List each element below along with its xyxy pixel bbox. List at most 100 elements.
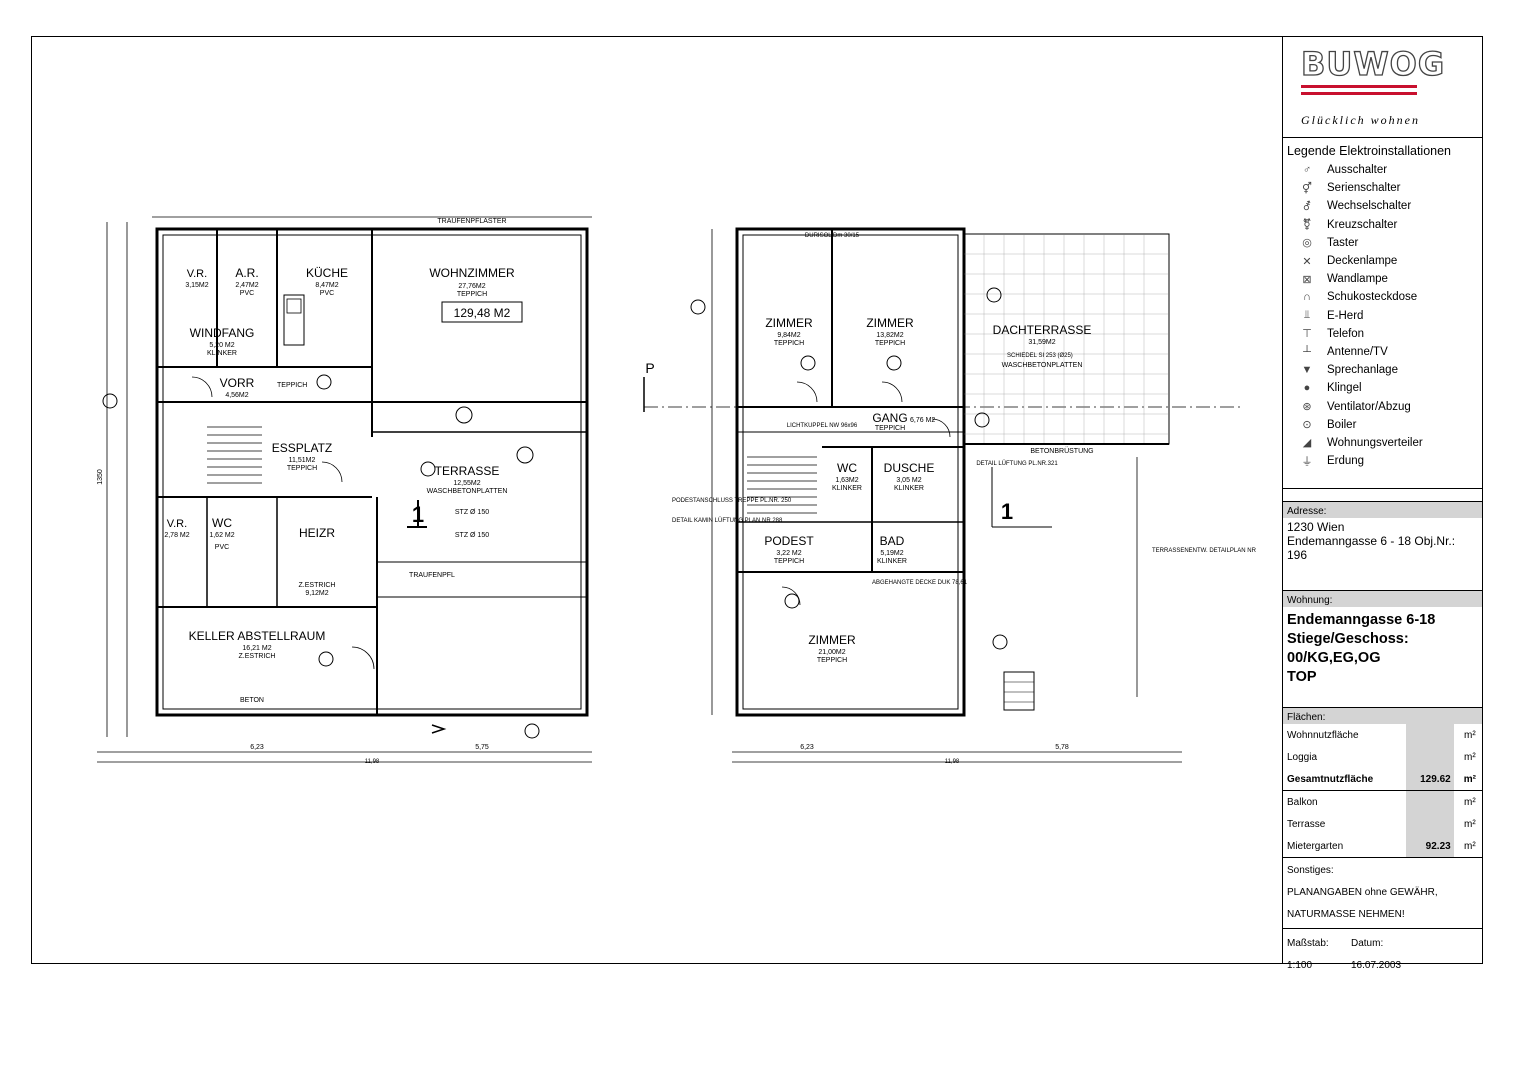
svg-text:Z.ESTRICH: Z.ESTRICH [299,582,336,589]
svg-text:WASCHBETONPLATTEN: WASCHBETONPLATTEN [1002,362,1083,369]
room-name: TERRASSE [435,464,500,478]
legend-item: ▼Sprechanlage [1287,361,1482,379]
svg-text:STZ Ø 150: STZ Ø 150 [455,532,489,539]
svg-text:PVC: PVC [240,290,254,297]
legend-item: ┴Antenne/TV [1287,343,1482,361]
svg-text:TEPPICH: TEPPICH [875,425,905,432]
svg-text:BETONBRÜSTUNG: BETONBRÜSTUNG [1030,447,1093,455]
svg-text:8,47M2: 8,47M2 [315,282,338,289]
title-block: BUWOG Glücklich wohnen Legende Elektroin… [1282,37,1482,971]
logo-stripe [1301,85,1417,88]
room-name: BAD [880,534,905,548]
svg-text:3,15M2: 3,15M2 [185,282,208,289]
room-name: PODEST [764,534,814,548]
svg-text:16,21 M2: 16,21 M2 [242,645,271,652]
room-name: ZIMMER [808,633,856,647]
wohnung-line: Endemanngasse 6-18 [1287,612,1436,628]
socket-icon: ∩ [1303,291,1311,304]
svg-text:1350: 1350 [97,469,104,485]
svg-text:31,59M2: 31,59M2 [1028,339,1055,346]
svg-text:6,23: 6,23 [800,744,814,751]
legend-item: ⫫E-Herd [1287,307,1482,325]
room-name: WC [837,461,857,475]
push-button-icon: ◎ [1302,237,1312,250]
svg-text:WASCHBETONPLATTEN: WASCHBETONPLATTEN [427,488,508,495]
address-line: Endemanngasse 6 - 18 Obj.Nr.: [1287,534,1456,548]
legend-item: ♂Ausschalter [1287,161,1482,179]
svg-text:4,56M2: 4,56M2 [225,392,248,399]
og-outer-wall [735,227,966,717]
wohnung-line: 00/KG,EG,OG [1287,650,1381,666]
svg-text:3,05 M2: 3,05 M2 [896,477,921,484]
plan-eg [97,216,1242,763]
room-name: A.R. [235,266,258,280]
svg-text:5,78: 5,78 [1055,744,1069,751]
address-line: 1230 Wien [1287,520,1345,534]
svg-text:TERRASSENENTW. DETAILPLAN NR: TERRASSENENTW. DETAILPLAN NR [1152,548,1257,554]
svg-text:TEPPICH: TEPPICH [875,340,905,347]
wall-lamp-icon: ⊠ [1302,273,1312,286]
room-name: DUSCHE [884,461,935,475]
address-line: 196 [1287,548,1308,562]
intercom-icon: ▼ [1301,364,1313,377]
wohnung-block: Wohnung: Endemanngasse 6-18 Stiege/Gesch… [1283,591,1482,708]
plan-sheet: 129,48 M2 WOHNZIMMER 27,76M2 TEPPICH KÜC… [31,36,1483,971]
svg-text:11,51M2: 11,51M2 [289,457,316,464]
room-name: KELLER ABSTELLRAUM [189,629,326,643]
room-name: ZIMMER [866,316,914,330]
eg-total-area: 129,48 M2 [454,306,511,320]
legend-item: ⚧Kreuzschalter [1287,216,1482,234]
svg-text:2,47M2: 2,47M2 [235,282,258,289]
svg-text:SCHIEDEL SI 253 (Ø25): SCHIEDEL SI 253 (Ø25) [1007,353,1073,359]
room-name: WC [212,516,232,530]
ground-icon: ⏚ [1301,456,1313,469]
svg-text:TEPPICH: TEPPICH [277,382,307,389]
svg-text:LICHTKUPPEL NW 96x96: LICHTKUPPEL NW 96x96 [787,423,858,429]
legend-item: ⚥Serienschalter [1287,179,1482,197]
room-name: ESSPLATZ [272,441,332,455]
svg-text:5,20 M2: 5,20 M2 [209,342,234,349]
legend-item: ⊙Boiler [1287,416,1482,434]
svg-text:KLINKER: KLINKER [207,350,237,357]
legend-item: ✕Deckenlampe [1287,252,1482,270]
svg-text:9,12M2: 9,12M2 [305,590,328,597]
svg-text:11,98: 11,98 [365,759,380,765]
bell-icon: ● [1303,382,1311,395]
svg-text:TEPPICH: TEPPICH [817,657,847,664]
floor-plan-drawing: 129,48 M2 WOHNZIMMER 27,76M2 TEPPICH KÜC… [97,216,1257,765]
legend-item: ∩Schukosteckdose [1287,288,1482,306]
buwog-logo: BUWOG [1300,44,1446,83]
legend-item: ⚦Wechselschalter [1287,197,1482,215]
svg-text:5,19M2: 5,19M2 [880,550,903,557]
sonstiges-block: Sonstiges: PLANANGABEN ohne GEWÄHR, NATU… [1283,858,1482,929]
svg-text:5,75: 5,75 [475,744,489,751]
changeover-switch-icon: ⚦ [1302,200,1312,213]
svg-text:2,78 M2: 2,78 M2 [164,532,189,539]
legend-item: ◢Wohnungsverteiler [1287,434,1482,452]
ceiling-lamp-icon: ✕ [1302,255,1312,268]
legend-title: Legende Elektroinstallationen [1287,144,1452,158]
svg-text:12,55M2: 12,55M2 [453,480,480,487]
room-name: V.R. [187,268,207,280]
svg-text:TEPPICH: TEPPICH [774,558,804,565]
svg-text:TEPPICH: TEPPICH [774,340,804,347]
svg-text:BETON: BETON [240,697,264,704]
svg-text:1,63M2: 1,63M2 [835,477,858,484]
svg-text:TRAUFENPFL: TRAUFENPFL [409,572,455,579]
svg-text:21,00M2: 21,00M2 [818,649,845,656]
distributor-icon: ◢ [1302,437,1312,450]
room-name: HEIZR [299,526,335,540]
svg-text:Z.ESTRICH: Z.ESTRICH [239,653,276,660]
room-name: KÜCHE [306,266,348,280]
svg-text:KLINKER: KLINKER [894,485,924,492]
address-block: Adresse: 1230 Wien Endemanngasse 6 - 18 … [1283,501,1482,591]
slogan: Glücklich wohnen [1301,113,1420,127]
